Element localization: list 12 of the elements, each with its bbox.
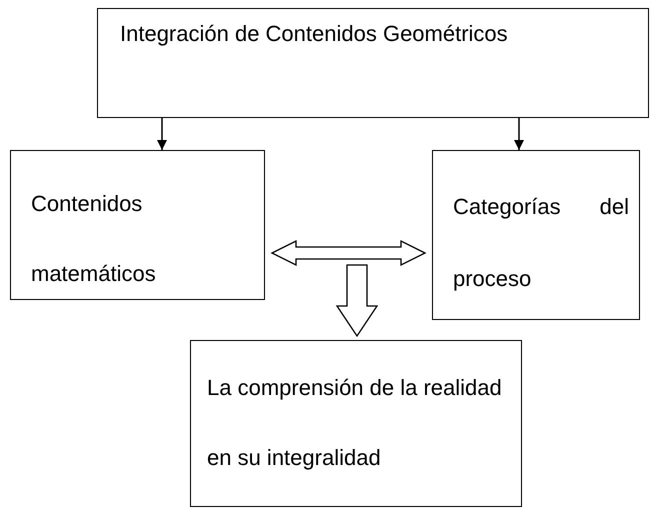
hollow-arrow xyxy=(336,264,378,338)
arrow xyxy=(514,118,524,150)
text-box xyxy=(10,150,265,300)
arrow xyxy=(157,118,167,150)
hollow-arrow xyxy=(270,240,426,266)
text-box xyxy=(432,150,640,320)
box-text: Integración de Contenidos Geométricos xyxy=(120,20,509,48)
text-box xyxy=(97,8,649,118)
text-box xyxy=(190,340,522,507)
box-text: La comprensión de la realidad en su integralidad xyxy=(207,374,503,472)
box-text: Categorías del proceso xyxy=(453,193,629,293)
box-text: Contenidos matemáticos xyxy=(31,190,157,288)
